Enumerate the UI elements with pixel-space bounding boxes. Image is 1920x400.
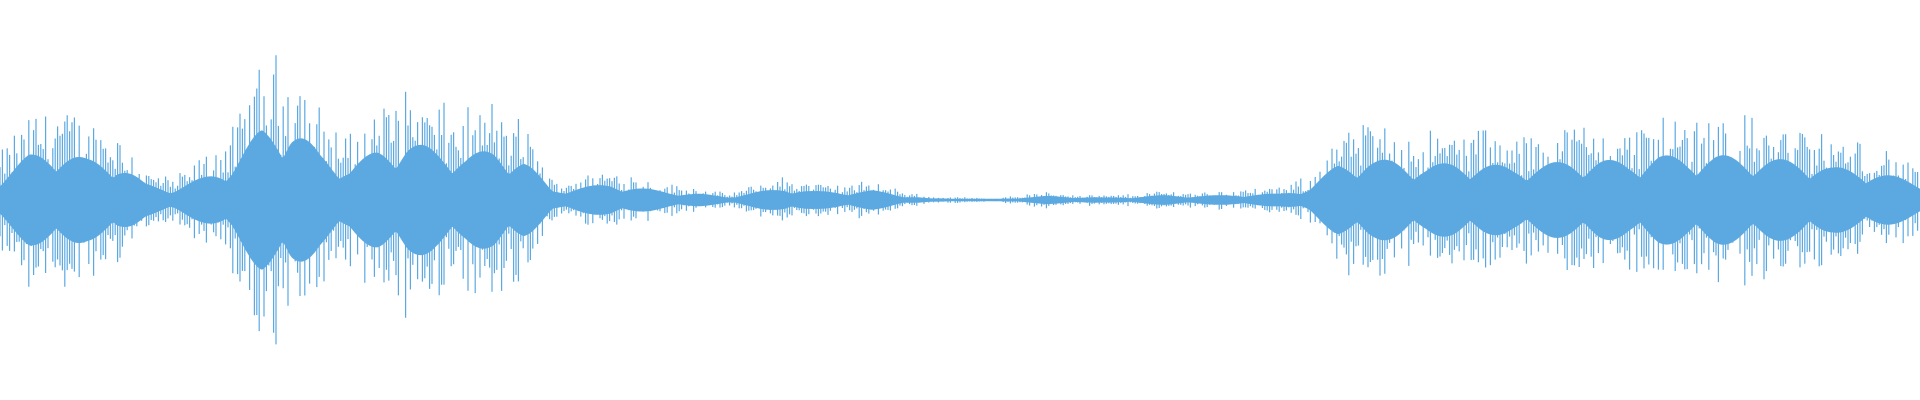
waveform-spikes <box>0 55 1919 345</box>
